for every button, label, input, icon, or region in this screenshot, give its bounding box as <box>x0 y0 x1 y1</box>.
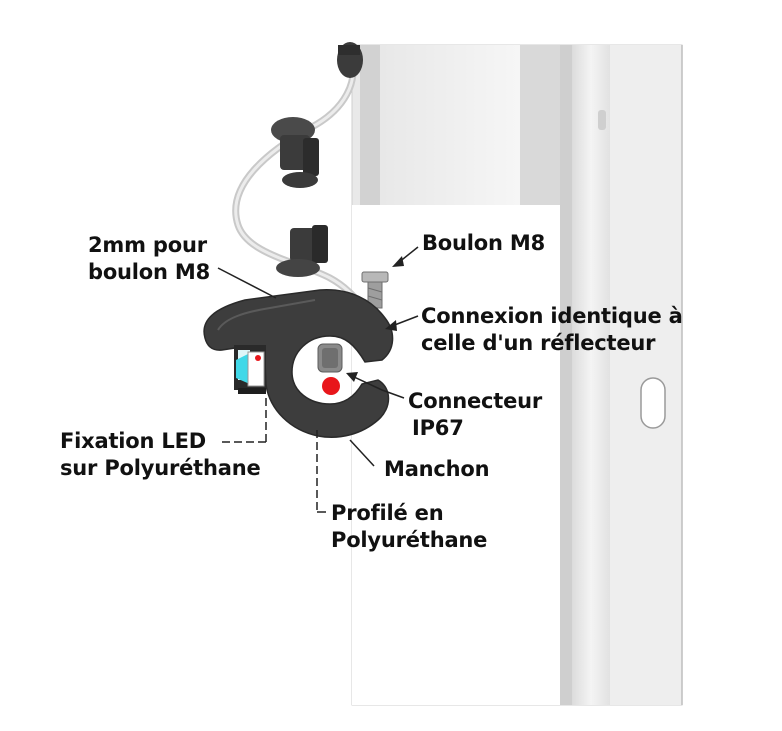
leader-sleeve <box>349 439 375 467</box>
label-connection-line2: celle d'un réflecteur <box>421 331 656 355</box>
label-bolt-gap-line1: 2mm pour <box>88 233 207 257</box>
label-led-fixing-line2: sur Polyuréthane <box>60 456 261 480</box>
leader-connector <box>351 375 405 399</box>
label-bolt-gap: 2mm pour boulon M8 <box>88 232 210 286</box>
label-connector-line1: Connecteur <box>408 389 543 413</box>
cable-grommet-lower <box>276 225 328 277</box>
label-profile-line2: Polyuréthane <box>331 528 488 552</box>
metal-post <box>351 44 683 706</box>
label-connector-line2: IP67 <box>412 416 464 440</box>
cable-grommet-top <box>337 42 363 78</box>
label-led-fixing: Fixation LED sur Polyuréthane <box>60 428 261 482</box>
m8-bolt <box>361 271 389 309</box>
ip67-connector <box>317 343 343 395</box>
label-profile: Profilé en Polyuréthane <box>331 500 487 554</box>
leader-lines <box>217 246 419 513</box>
label-connection-line1: Connexion identique à <box>421 304 683 328</box>
label-profile-line1: Profilé en <box>331 501 444 525</box>
label-bolt-line1: Boulon M8 <box>422 231 545 255</box>
label-connector: Connecteur IP67 <box>408 388 542 442</box>
label-bolt: Boulon M8 <box>422 230 545 257</box>
label-sleeve-line1: Manchon <box>384 457 490 481</box>
cable-grommet-middle <box>271 117 319 188</box>
label-sleeve: Manchon <box>384 456 490 483</box>
leader-bolt-gap <box>217 267 277 299</box>
profile-highlight <box>217 299 316 331</box>
label-bolt-gap-line2: boulon M8 <box>88 260 211 284</box>
led-fixing <box>234 345 266 394</box>
label-connection: Connexion identique à celle d'un réflect… <box>421 303 683 357</box>
cable <box>232 51 379 324</box>
label-led-fixing-line1: Fixation LED <box>60 429 206 453</box>
